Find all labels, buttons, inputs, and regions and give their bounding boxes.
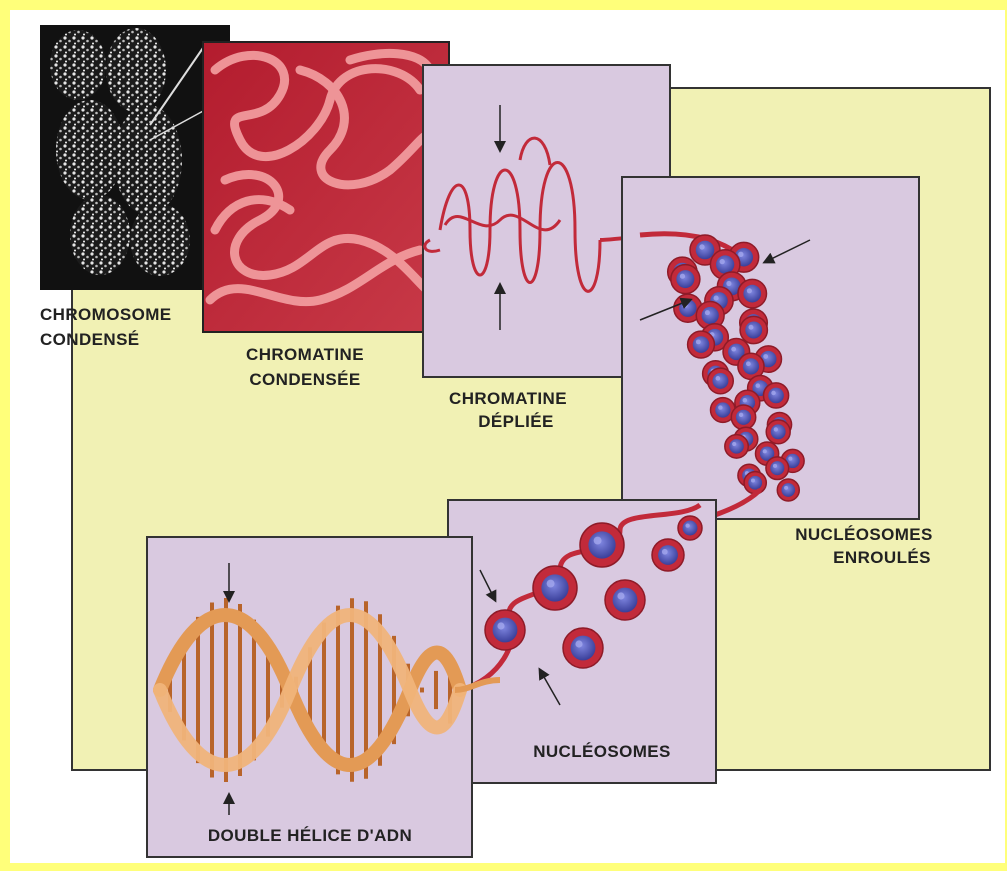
nucleosome-bead <box>731 405 755 429</box>
nucleosome-bead <box>678 516 702 540</box>
label-chromatine-depliee-line1: CHROMATINE <box>449 389 567 408</box>
nucleosome-bead <box>652 539 684 571</box>
nucleosome-bead <box>740 316 767 343</box>
nucleosome-bead <box>688 331 715 358</box>
coiled-nucleosomes-image <box>622 177 919 525</box>
dna-double-helix-image <box>147 537 500 857</box>
nucleosome-bead <box>533 566 577 610</box>
label-nucleosomes-enroules-line1: NUCLÉOSOMES <box>795 525 933 544</box>
label-nucleosomes: NUCLÉOSOMES <box>533 742 671 761</box>
nucleosome-bead <box>605 580 645 620</box>
chromosome-photo <box>40 25 230 290</box>
label-nucleosomes-enroules-line2: ENROULÉS <box>833 548 931 567</box>
nucleosome-bead <box>777 479 799 501</box>
nucleosome-bead <box>485 610 525 650</box>
label-chromosome-condense-line2: CONDENSÉ <box>40 330 140 349</box>
label-chromatine-condensee-line2: CONDENSÉE <box>249 370 360 389</box>
nucleosome-bead <box>671 265 700 294</box>
nucleosome-bead <box>708 368 734 394</box>
nucleosome-bead <box>763 383 788 408</box>
label-double-helice-adn: DOUBLE HÉLICE D'ADN <box>208 826 412 845</box>
label-chromatine-condensee-line1: CHROMATINE <box>246 345 364 364</box>
nucleosome-bead <box>580 523 624 567</box>
condensed-chromatin-image <box>203 42 449 332</box>
nucleosome-bead <box>738 279 767 308</box>
nucleosome-bead <box>766 420 790 444</box>
nucleosomes-image <box>448 500 716 783</box>
nucleosome-bead <box>766 457 789 480</box>
label-chromosome-condense-line1: CHROMOSOME <box>40 305 172 324</box>
nucleosome-bead <box>744 472 766 494</box>
nucleosome-bead <box>563 628 603 668</box>
nucleosome-bead <box>725 435 748 458</box>
label-chromatine-depliee-line2: DÉPLIÉE <box>478 412 554 431</box>
